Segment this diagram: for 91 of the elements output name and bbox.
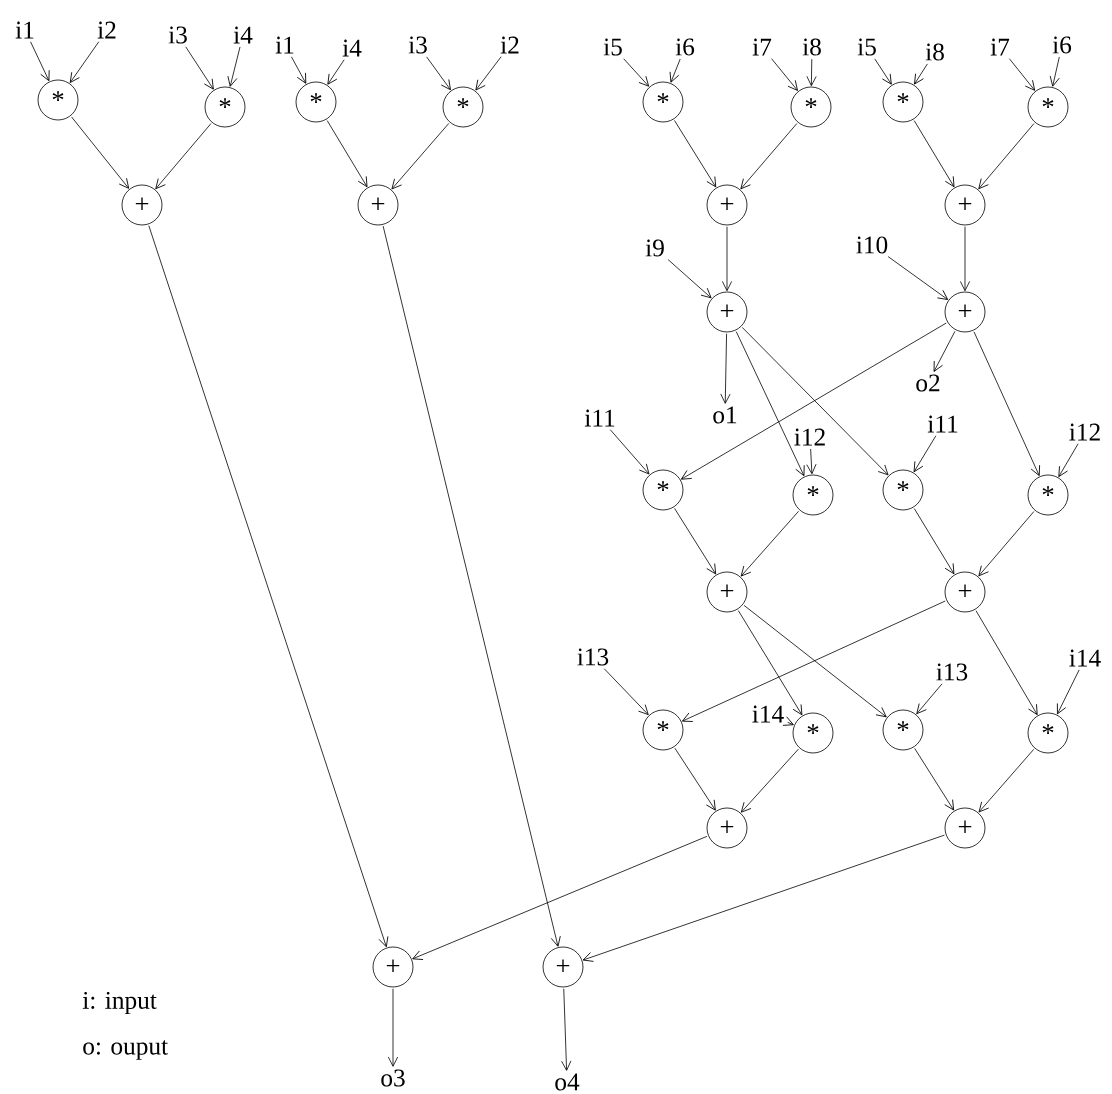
arrow xyxy=(667,259,712,299)
arrow xyxy=(914,747,955,811)
arrow xyxy=(1008,58,1036,91)
arrow xyxy=(148,225,389,948)
signal-label: i6 xyxy=(1052,36,1072,54)
arrow xyxy=(426,56,451,91)
arrow xyxy=(326,120,368,188)
signal-label: i12 xyxy=(794,428,825,446)
arrow xyxy=(887,256,949,300)
signal-label: i1 xyxy=(275,36,294,54)
signal-label: i13 xyxy=(577,648,609,666)
signal-label: i11 xyxy=(927,415,958,433)
arrow xyxy=(735,331,805,477)
signal-label: i2 xyxy=(97,21,116,39)
arrow xyxy=(327,59,345,85)
arrow xyxy=(387,988,399,1067)
arrow xyxy=(155,123,212,190)
arrow xyxy=(561,988,572,1071)
arrow xyxy=(412,835,708,960)
signal-label: o2 xyxy=(916,374,940,392)
arrow xyxy=(291,56,307,84)
arrow xyxy=(874,58,892,85)
signal-label: i4 xyxy=(342,39,362,57)
arrow xyxy=(959,226,971,292)
arrow xyxy=(721,226,733,292)
signal-label: i4 xyxy=(233,26,253,44)
arrow xyxy=(609,429,650,475)
arrow xyxy=(69,41,100,83)
arrow xyxy=(743,605,887,718)
arrow xyxy=(185,46,214,90)
signal-label: i13 xyxy=(936,663,968,681)
signal-label: i12 xyxy=(1069,423,1100,441)
signal-label: o1 xyxy=(713,406,737,424)
arrow xyxy=(978,748,1035,813)
signal-label: i14 xyxy=(752,705,784,723)
arrow xyxy=(913,120,955,188)
arrow xyxy=(913,435,937,473)
arrow xyxy=(674,747,716,811)
arrow xyxy=(975,610,1038,716)
signal-label: i5 xyxy=(603,38,622,56)
arrow xyxy=(913,508,955,575)
arrow xyxy=(475,56,502,91)
arrow xyxy=(771,58,798,91)
arrow xyxy=(740,748,799,813)
arrow xyxy=(740,123,798,190)
arrow xyxy=(1057,669,1080,715)
signal-label: i9 xyxy=(645,239,664,257)
arrow xyxy=(680,322,947,480)
arrow xyxy=(603,668,649,716)
signal-label: o3 xyxy=(381,1069,405,1087)
arrow xyxy=(806,448,817,475)
arrow xyxy=(916,683,943,715)
arrow xyxy=(582,834,945,962)
arrow xyxy=(682,600,946,722)
arrow xyxy=(669,58,681,83)
signal-label: o4 xyxy=(555,1073,580,1091)
arrow xyxy=(674,508,717,575)
arrow xyxy=(740,510,799,577)
arrow xyxy=(1058,443,1079,478)
arrow xyxy=(978,511,1035,577)
arrow xyxy=(720,333,731,404)
signal-label: i11 xyxy=(584,409,615,427)
arrow xyxy=(978,123,1035,190)
signal-label: i10 xyxy=(856,236,888,254)
arrow xyxy=(973,331,1040,476)
signal-label: i7 xyxy=(752,38,772,56)
signal-label: i8 xyxy=(802,38,821,56)
arrow xyxy=(227,46,241,87)
arrow xyxy=(30,41,50,82)
legend-text: o: ouput xyxy=(83,1040,168,1060)
signal-label: i3 xyxy=(408,36,427,54)
signal-label: i14 xyxy=(1069,649,1101,667)
signal-label: i5 xyxy=(857,38,876,56)
signal-label: i1 xyxy=(15,21,34,39)
arrow xyxy=(674,120,717,188)
signal-label: i7 xyxy=(990,38,1010,56)
signal-label: i2 xyxy=(500,36,519,54)
arrow xyxy=(741,327,889,476)
arrow xyxy=(933,330,956,372)
signal-label: i8 xyxy=(925,43,944,61)
arrow xyxy=(382,225,561,947)
signal-label: i3 xyxy=(168,26,187,44)
signal-label: i6 xyxy=(675,38,695,56)
arrow xyxy=(1049,56,1060,87)
legend-text: i: input xyxy=(82,991,157,1015)
arrow xyxy=(737,610,803,716)
arrow xyxy=(71,116,130,189)
arrow xyxy=(391,123,450,190)
arrow xyxy=(623,58,650,87)
arrow xyxy=(806,58,817,87)
arrow xyxy=(914,63,928,85)
